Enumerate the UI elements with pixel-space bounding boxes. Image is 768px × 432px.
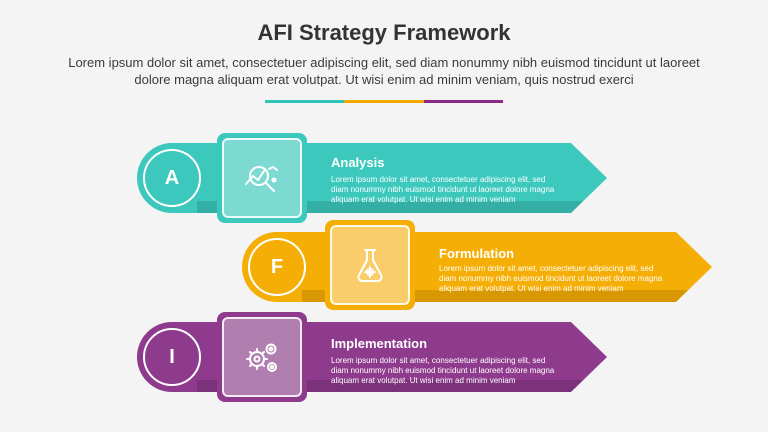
step-row-formulation: F Formulation Lorem ipsum dolor sit amet…: [242, 220, 712, 310]
gears-icon: [246, 343, 277, 372]
step-icon-box: [217, 133, 307, 223]
page-subtitle: Lorem ipsum dolor sit amet, consectetuer…: [68, 55, 700, 87]
step-letter: A: [164, 166, 180, 189]
divider-segment: [344, 100, 424, 103]
step-row-implementation: I Implementation Lorem ipsum dolor si: [137, 312, 607, 402]
divider-segment: [423, 100, 503, 103]
page-title: AFI Strategy Framework: [257, 20, 511, 45]
step-row-analysis: A Analysis Lorem ipsum dolor sit amet, c…: [137, 133, 607, 223]
step-letter-circle: F: [248, 238, 306, 296]
step-letter-circle: A: [143, 149, 201, 207]
step-letter: I: [169, 345, 175, 368]
step-icon-box: [325, 220, 415, 310]
step-description: Lorem ipsum dolor sit amet, consectetuer…: [439, 264, 663, 293]
divider-bar: [265, 100, 503, 103]
step-icon-box: [217, 312, 307, 402]
search-chart-icon: [245, 166, 278, 192]
divider-segment: [265, 100, 345, 103]
step-letter: F: [270, 255, 284, 278]
step-letter-circle: I: [143, 328, 201, 386]
flask-icon: [357, 249, 383, 283]
step-title: Formulation: [439, 246, 515, 261]
step-title: Implementation: [331, 336, 428, 351]
step-title: Analysis: [331, 155, 385, 170]
step-description: Lorem ipsum dolor sit amet, consectetuer…: [331, 175, 555, 204]
step-description: Lorem ipsum dolor sit amet, consectetuer…: [331, 356, 555, 385]
